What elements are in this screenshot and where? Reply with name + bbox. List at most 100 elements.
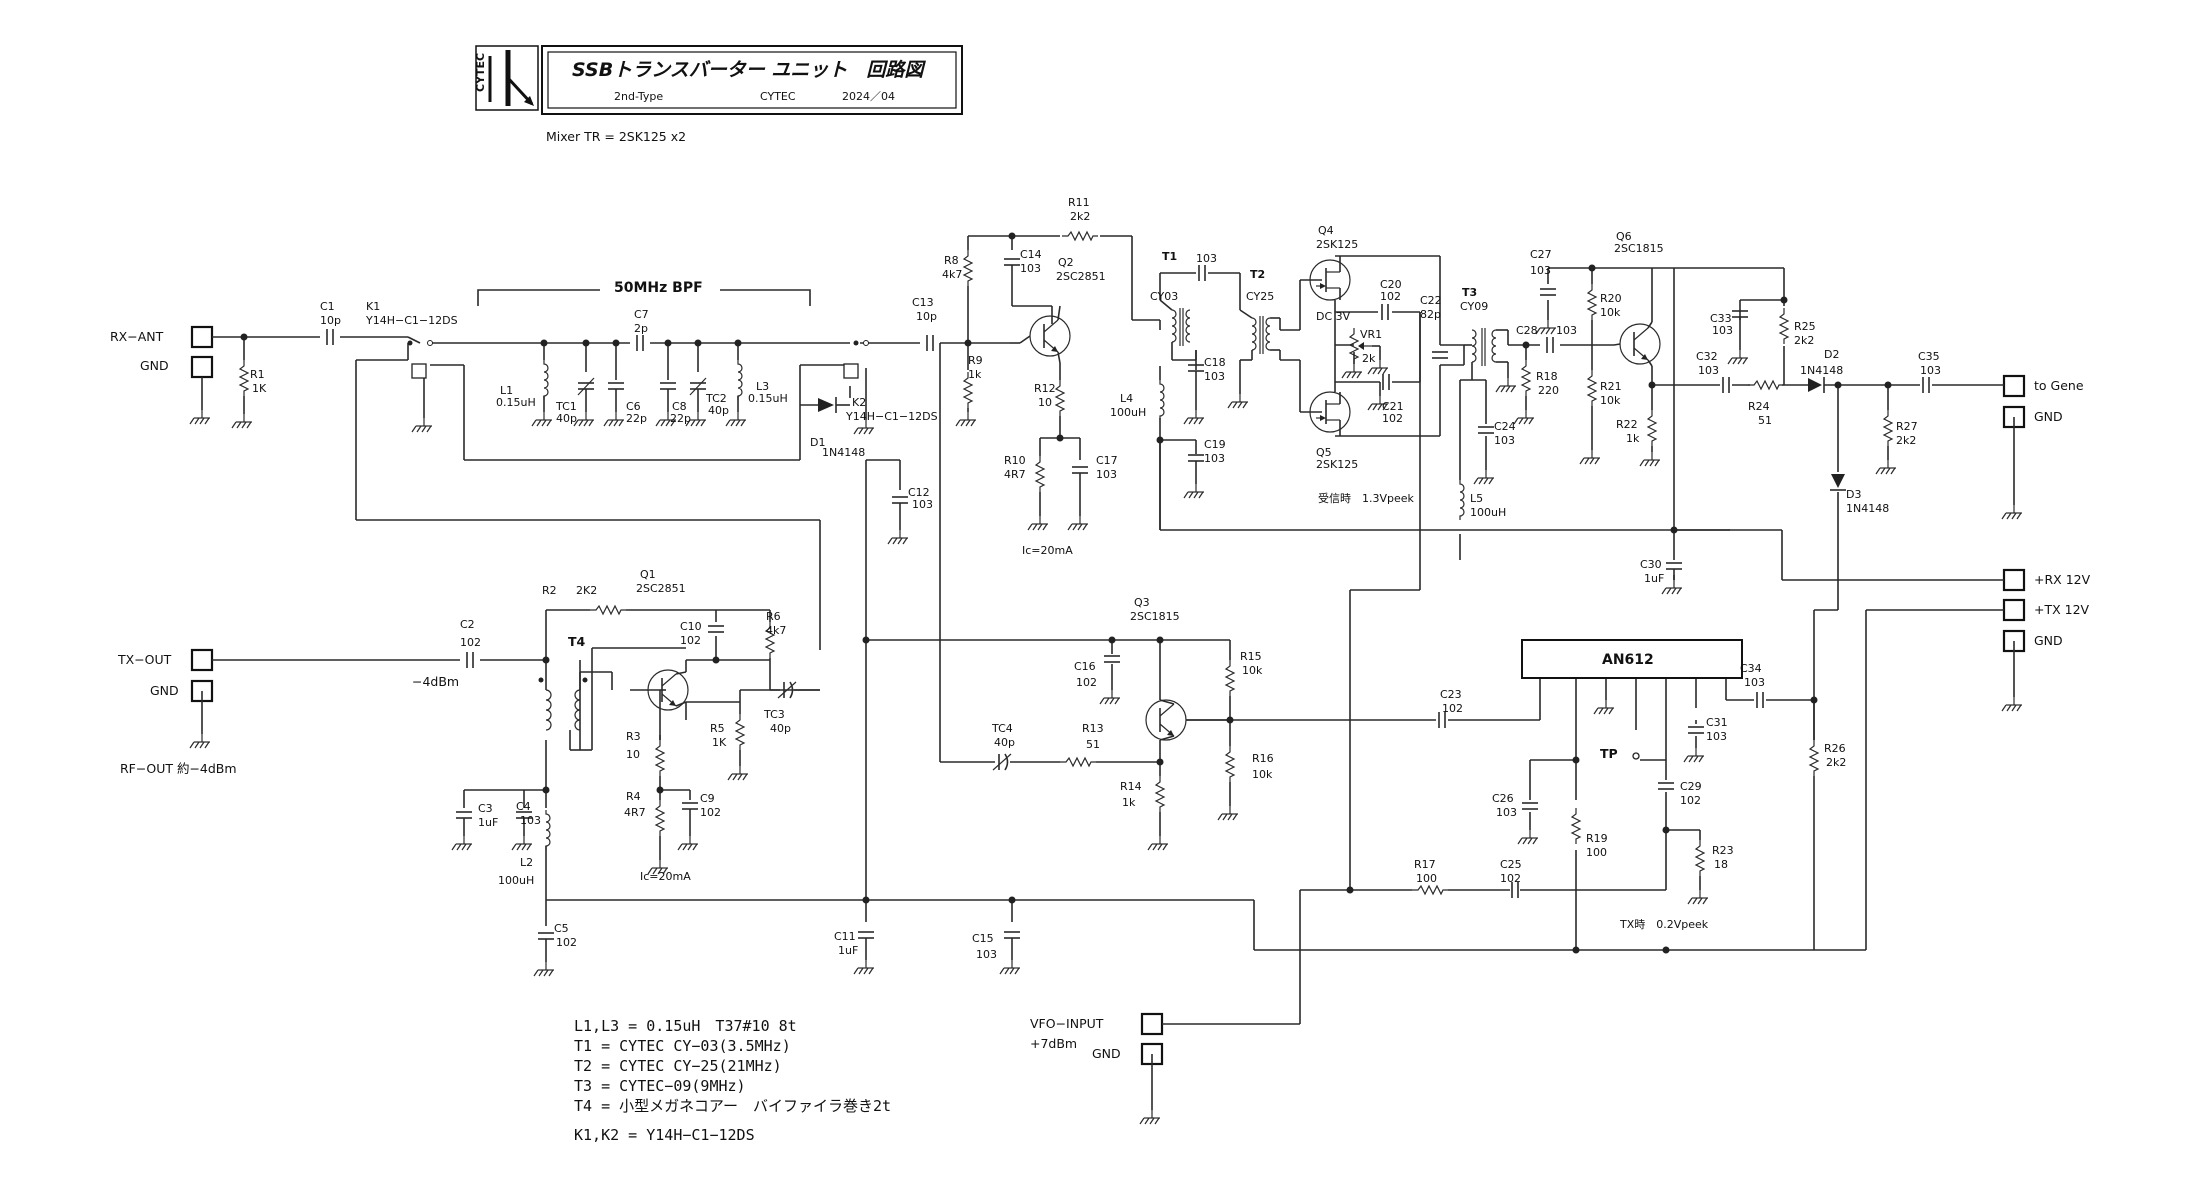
label-parts-c32-0: C32 — [1696, 350, 1718, 363]
label-parts-c31-0: C31 — [1706, 716, 1728, 729]
label-parts-tc2-0: TC2 — [705, 392, 727, 405]
label-parts-c5-1: 102 — [556, 936, 577, 949]
label-parts-c19-0: C19 — [1204, 438, 1226, 451]
label-parts-k2-1: Y14H−C1−12DS — [845, 410, 938, 423]
gnd4-label: GND — [2034, 633, 2063, 648]
label-parts-q6-0: Q6 — [1616, 230, 1632, 243]
label-parts-c28-0: C28 — [1516, 324, 1538, 337]
label-parts-r12-1: 10 — [1038, 396, 1052, 409]
label-parts-c23-1: 102 — [1442, 702, 1463, 715]
label-bom_notes-1: T1 = CYTEC CY−03(3.5MHz) — [574, 1037, 791, 1055]
label-parts-c20-0: C20 — [1380, 278, 1402, 291]
label-parts-r20-1: 10k — [1600, 306, 1621, 319]
label-parts-t4-0: T4 — [568, 634, 586, 649]
label-parts-c17-1: 103 — [1096, 468, 1117, 481]
label-parts-c34-0: C34 — [1740, 662, 1762, 675]
mixer-note: Mixer TR = 2SK125 x2 — [546, 129, 686, 144]
title-main: SSBトランスバーター ユニット 回路図 — [572, 59, 926, 81]
label-parts-c22-0: C22 — [1420, 294, 1442, 307]
label-parts-c16-1: 102 — [1076, 676, 1097, 689]
label-parts-r2-1: 2K2 — [576, 584, 597, 597]
label-parts-q2-0: Q2 — [1058, 256, 1074, 269]
to-gene-terminal[interactable] — [2002, 374, 2026, 398]
tx12-terminal[interactable] — [2002, 598, 2026, 622]
label-parts-r9-0: R9 — [968, 354, 983, 367]
label-parts-c16-0: C16 — [1074, 660, 1096, 673]
rf-out-label: RF−OUT 約−4dBm — [120, 761, 237, 776]
label-parts-c12-0: C12 — [908, 486, 930, 499]
rx-ant-terminal[interactable] — [190, 325, 214, 349]
gnd1-terminal[interactable] — [190, 355, 214, 379]
label-parts-c8-0: C8 — [672, 400, 687, 413]
rx-ant-label: RX−ANT — [110, 329, 164, 344]
label-parts-c25-1: 102 — [1500, 872, 1521, 885]
label-parts-c103-0: 103 — [1196, 252, 1217, 265]
label-parts-r5-1: 1K — [712, 736, 727, 749]
label-parts-k1-1: Y14H−C1−12DS — [365, 314, 458, 327]
label-parts-q1-0: Q1 — [640, 568, 656, 581]
label-parts-r16-1: 10k — [1252, 768, 1273, 781]
label-parts-l3-0: L3 — [756, 380, 769, 393]
label-parts-c1-1: 10p — [320, 314, 341, 327]
label-parts-r1-1: 1K — [252, 382, 267, 395]
label-parts-l4-1: 100uH — [1110, 406, 1146, 419]
label-parts-r26-0: R26 — [1824, 742, 1846, 755]
label-parts-c31-1: 103 — [1706, 730, 1727, 743]
label-parts-c19-1: 103 — [1204, 452, 1225, 465]
label-parts-q5-0: Q5 — [1316, 446, 1332, 459]
label-parts-r18-0: R18 — [1536, 370, 1558, 383]
label-parts-q6-1: 2SC1815 — [1614, 242, 1664, 255]
label-parts-tc2-1: 40p — [708, 404, 729, 417]
label-parts-r27-1: 2k2 — [1896, 434, 1916, 447]
label-parts-c13-0: C13 — [912, 296, 934, 309]
label-parts-d1-0: D1 — [810, 436, 825, 449]
label-parts-r6-1: 4k7 — [766, 624, 786, 637]
label-bom_notes-4: T4 = 小型メガネコアー バイファイラ巻き2t — [574, 1097, 891, 1115]
label-parts-l5-0: L5 — [1470, 492, 1483, 505]
label-parts-q3-1: 2SC1815 — [1130, 610, 1180, 623]
rx12-terminal[interactable] — [2002, 568, 2026, 592]
label-parts-t1-1: CY03 — [1150, 290, 1178, 303]
label-parts-tc3-1: 40p — [770, 722, 791, 735]
label-parts-c30-1: 1uF — [1644, 572, 1664, 585]
label-parts-r13-1: 51 — [1086, 738, 1100, 751]
label-parts-c21-0: C21 — [1382, 400, 1404, 413]
label-parts-q1-1: 2SC2851 — [636, 582, 686, 595]
label-parts-c28-1: 103 — [1556, 324, 1577, 337]
title-type: 2nd-Type — [614, 90, 663, 103]
label-parts-t1-0: T1 — [1162, 250, 1177, 263]
label-parts-r25-1: 2k2 — [1794, 334, 1814, 347]
vfo-level: +7dBm — [1030, 1036, 1077, 1051]
tx-out-terminal[interactable] — [190, 648, 214, 672]
label-notes-dc3v: DC 3V — [1316, 310, 1351, 323]
label-parts-t2-0: T2 — [1250, 268, 1265, 281]
label-parts-vr1-1: 2k — [1362, 352, 1376, 365]
label-parts-r12-0: R12 — [1034, 382, 1056, 395]
label-parts-c35-1: 103 — [1920, 364, 1941, 377]
label-parts-r9-1: 1k — [968, 368, 982, 381]
label-parts-d3-1: 1N4148 — [1846, 502, 1889, 515]
label-parts-tc3-0: TC3 — [763, 708, 785, 721]
label-parts-c6-0: C6 — [626, 400, 641, 413]
rx12-label: +RX 12V — [2034, 572, 2091, 587]
label-parts-r19-1: 100 — [1586, 846, 1607, 859]
vfo-terminal[interactable] — [1140, 1012, 1164, 1036]
label-parts-t3-0: T3 — [1462, 286, 1477, 299]
label-parts-c33-0: C33 — [1710, 312, 1732, 325]
label-parts-r22-1: 1k — [1626, 432, 1640, 445]
label-parts-c2-1: 102 — [460, 636, 481, 649]
label-parts-r17-0: R17 — [1414, 858, 1436, 871]
label-parts-vr1-0: VR1 — [1360, 328, 1382, 341]
bom-notes: L1,L3 = 0.15uH T37#10 8t T1 = CYTEC CY−0… — [574, 1017, 891, 1144]
label-parts-r11-0: R11 — [1068, 196, 1090, 209]
label-parts-r22-0: R22 — [1616, 418, 1638, 431]
label-parts-r8-1: 4k7 — [942, 268, 962, 281]
label-parts-q3-0: Q3 — [1134, 596, 1150, 609]
label-parts-c21-1: 102 — [1382, 412, 1403, 425]
label-parts-r19-0: R19 — [1586, 832, 1608, 845]
label-parts-c3-0: C3 — [478, 802, 493, 815]
vfo-label: VFO−INPUT — [1030, 1016, 1104, 1031]
label-parts-c14-1: 103 — [1020, 262, 1041, 275]
